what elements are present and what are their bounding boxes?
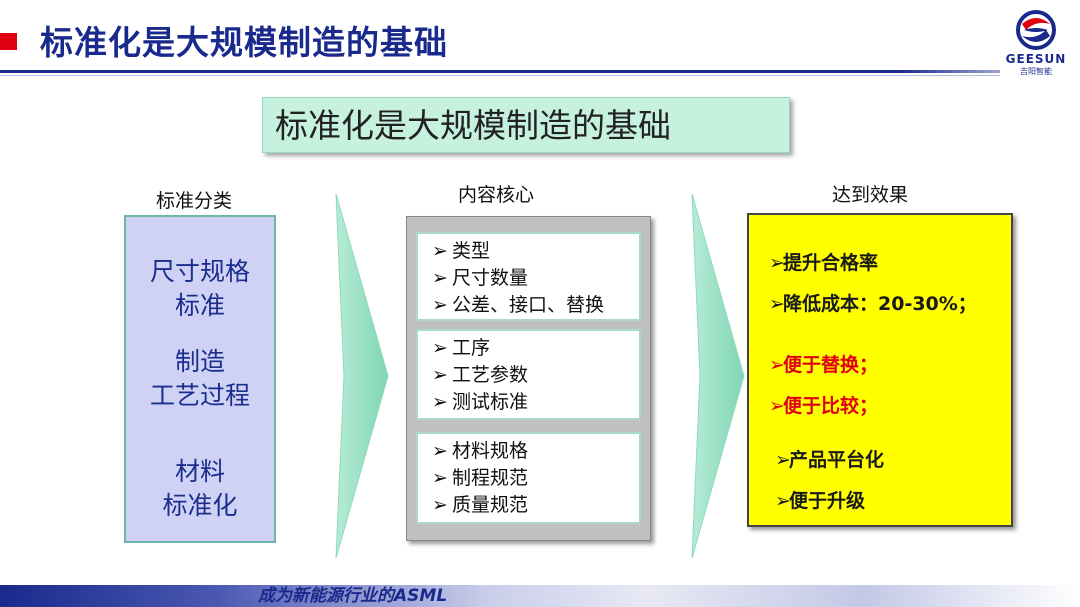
list-item: ➢ 类型	[432, 238, 639, 265]
core-content-box: ➢ 类型 ➢ 尺寸数量 ➢ 公差、接口、替换 ➢ 工序 ➢ 工艺参数 ➢ 测试标…	[406, 216, 651, 541]
slide-banner: 标准化是大规模制造的基础	[262, 97, 790, 153]
list-item: ➢ 测试标准	[432, 389, 639, 416]
list-item: ➢ 质量规范	[432, 492, 639, 519]
geesun-logo-icon	[1016, 10, 1056, 50]
effect-item: ➢便于升级	[775, 490, 866, 512]
footer-bar	[0, 585, 1080, 607]
bullet-arrow-icon: ➢	[432, 364, 448, 386]
category-process: 制造工艺过程	[126, 345, 274, 413]
standard-categories-box: 尺寸规格标准 制造工艺过程 材料标准化	[124, 215, 276, 543]
bullet-arrow-icon: ➢	[432, 267, 448, 289]
category-line: 工艺过程	[149, 381, 250, 410]
list-item: ➢ 工艺参数	[432, 362, 639, 389]
bullet-arrow-icon: ➢	[432, 494, 448, 516]
category-size-spec: 尺寸规格标准	[126, 255, 274, 323]
bullet-arrow-icon: ➢	[769, 395, 785, 417]
bullet-arrow-icon: ➢	[769, 252, 785, 274]
bullet-arrow-icon: ➢	[432, 440, 448, 462]
logo-subtext: 吉阳智能	[1020, 67, 1052, 76]
effect-item: ➢便于替换；	[769, 354, 879, 376]
category-line: 标准	[174, 291, 225, 320]
header-divider-thin	[0, 75, 1000, 76]
list-item: ➢ 材料规格	[432, 438, 639, 465]
title-accent-mark	[0, 33, 17, 50]
footer-slogan: 成为新能源行业的ASML	[258, 586, 448, 606]
category-material: 材料标准化	[126, 455, 274, 523]
content-group-materials: ➢ 材料规格 ➢ 制程规范 ➢ 质量规范	[416, 432, 641, 524]
category-line: 标准化	[162, 491, 238, 520]
bullet-arrow-icon: ➢	[432, 391, 448, 413]
effect-item: ➢提升合格率	[769, 252, 879, 274]
content-group-specs: ➢ 类型 ➢ 尺寸数量 ➢ 公差、接口、替换	[416, 232, 641, 321]
header-divider	[0, 70, 1000, 73]
category-line: 尺寸规格	[149, 257, 250, 286]
effect-item: ➢产品平台化	[775, 449, 885, 471]
bullet-arrow-icon: ➢	[775, 449, 791, 471]
logo-wordmark: GEESUN	[1005, 52, 1067, 66]
flow-arrow-right-icon	[335, 193, 389, 559]
category-line: 材料	[174, 457, 225, 486]
bullet-arrow-icon: ➢	[769, 354, 785, 376]
bullet-arrow-icon: ➢	[432, 294, 448, 316]
effect-item: ➢降低成本：20-30%；	[769, 293, 977, 315]
bullet-arrow-icon: ➢	[775, 490, 791, 512]
list-item: ➢ 制程规范	[432, 465, 639, 492]
flow-arrow-right-icon	[691, 193, 745, 559]
bullet-arrow-icon: ➢	[432, 467, 448, 489]
category-line: 制造	[174, 347, 225, 376]
effect-item: ➢便于比较；	[769, 395, 879, 417]
bullet-arrow-icon: ➢	[432, 337, 448, 359]
achieved-effects-box: ➢提升合格率 ➢降低成本：20-30%； ➢便于替换； ➢便于比较； ➢产品平台…	[747, 213, 1013, 527]
list-item: ➢ 公差、接口、替换	[432, 292, 639, 319]
list-item: ➢ 尺寸数量	[432, 265, 639, 292]
heading-achieved-effects: 达到效果	[832, 184, 909, 206]
page-title: 标准化是大规模制造的基础	[40, 23, 448, 62]
heading-core-content: 内容核心	[458, 184, 535, 206]
bullet-arrow-icon: ➢	[769, 293, 785, 315]
bullet-arrow-icon: ➢	[432, 240, 448, 262]
heading-standard-categories: 标准分类	[156, 190, 233, 212]
content-group-process: ➢ 工序 ➢ 工艺参数 ➢ 测试标准	[416, 329, 641, 420]
list-item: ➢ 工序	[432, 335, 639, 362]
